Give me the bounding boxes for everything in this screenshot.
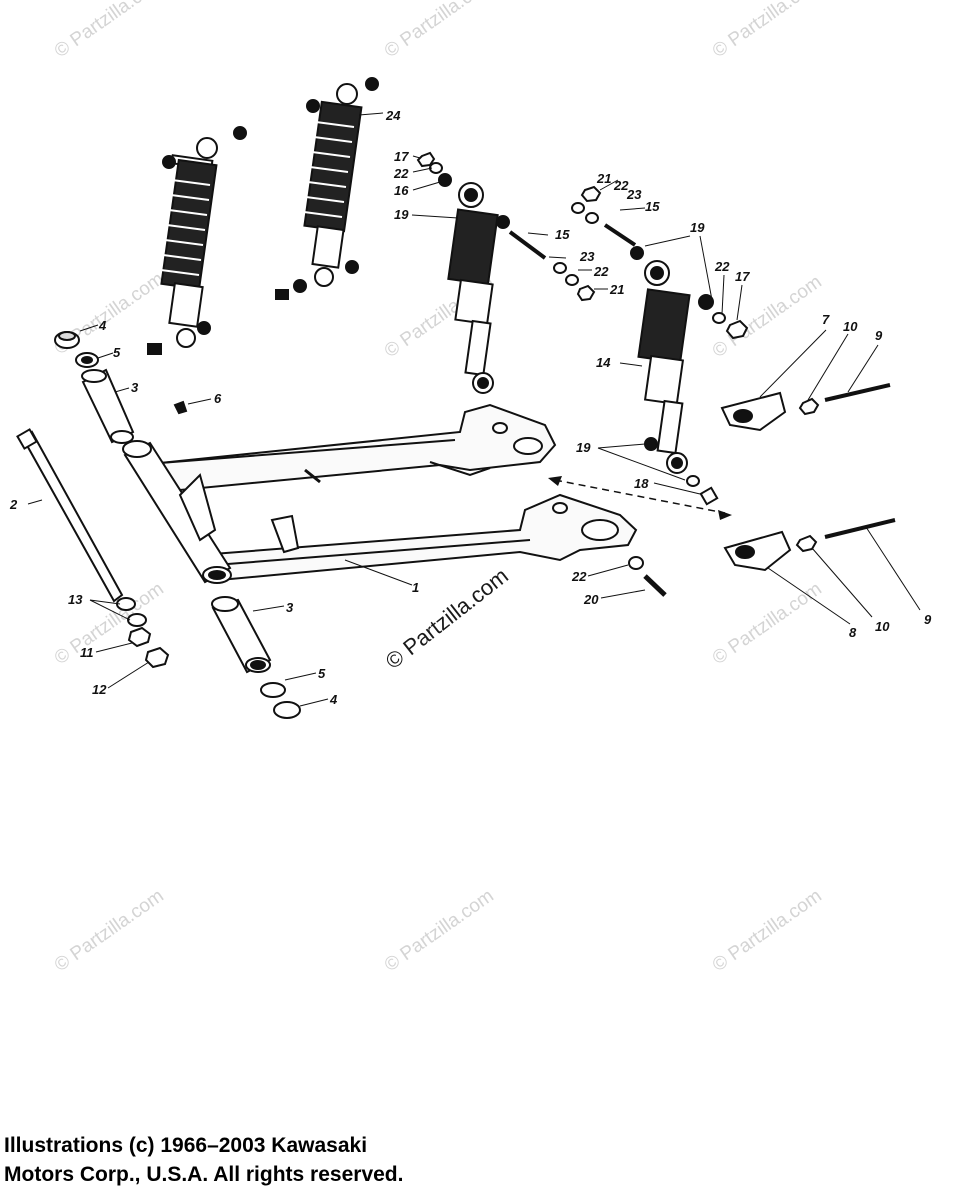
label-21-top: 21 <box>596 171 611 186</box>
leader-lines <box>27 112 921 707</box>
label-23-middle: 23 <box>579 249 595 264</box>
watermark: © Partzilla.com <box>381 885 498 976</box>
label-24: 24 <box>385 108 401 123</box>
label-11: 11 <box>80 645 94 660</box>
label-1: 1 <box>412 580 419 595</box>
arrowhead-icon <box>548 476 562 486</box>
watermark: © Partzilla.com <box>709 0 826 62</box>
shock-absorber-exploded-right <box>637 260 691 474</box>
label-23-top: 23 <box>626 187 642 202</box>
collar-upper <box>81 368 135 444</box>
label-4-lower: 4 <box>329 692 338 707</box>
label-20: 20 <box>583 592 599 607</box>
label-21-bottom: 21 <box>609 282 624 297</box>
label-4-upper: 4 <box>98 318 107 333</box>
watermark: © Partzilla.com <box>709 885 826 976</box>
alignment-arrow <box>554 479 726 514</box>
label-10-upper: 10 <box>843 319 858 334</box>
watermark: © Partzilla.com <box>51 885 168 976</box>
label-12: 12 <box>92 682 107 697</box>
label-19-bottom: 19 <box>576 440 591 455</box>
shock-absorber-left <box>160 126 247 348</box>
label-10-lower: 10 <box>875 619 890 634</box>
label-22-right: 22 <box>714 259 730 274</box>
label-5-upper: 5 <box>113 345 121 360</box>
watermark-prominent: © Partzilla.com <box>381 563 513 674</box>
label-7: 7 <box>822 312 830 327</box>
collar-lower <box>211 596 272 674</box>
label-22-bottom: 22 <box>571 569 587 584</box>
copyright-line-2: Motors Corp., U.S.A. All rights reserved… <box>4 1163 404 1186</box>
label-14: 14 <box>596 355 611 370</box>
part-labels: 1 2 3 3 4 4 5 5 6 7 8 9 9 10 10 11 12 13… <box>9 108 932 707</box>
label-9-lower: 9 <box>924 612 932 627</box>
arrowhead-icon <box>718 510 732 520</box>
watermark: © Partzilla.com <box>709 578 826 669</box>
bracket-lower <box>723 518 896 572</box>
label-18: 18 <box>634 476 649 491</box>
copyright-notice: Illustrations (c) 1966–2003 Kawasaki Mot… <box>4 1131 403 1189</box>
shock-absorber-center <box>293 77 379 293</box>
label-3-upper: 3 <box>131 380 139 395</box>
label-19-top: 19 <box>394 207 409 222</box>
watermark: © Partzilla.com <box>381 0 498 62</box>
label-16: 16 <box>394 183 409 198</box>
swing-arm <box>122 403 638 584</box>
hardware-cluster-top <box>416 151 749 597</box>
label-13: 13 <box>68 592 83 607</box>
label-2: 2 <box>9 497 18 512</box>
label-6: 6 <box>214 391 222 406</box>
label-5-lower: 5 <box>318 666 326 681</box>
label-15-right: 15 <box>645 199 660 214</box>
label-19-right: 19 <box>690 220 705 235</box>
copyright-line-1: Illustrations (c) 1966–2003 Kawasaki <box>4 1134 368 1157</box>
label-22-middle: 22 <box>593 264 609 279</box>
label-17-right: 17 <box>735 269 750 284</box>
label-9-upper: 9 <box>875 328 883 343</box>
watermark: © Partzilla.com <box>51 0 168 62</box>
label-22-cluster: 22 <box>613 178 629 193</box>
label-17-top: 17 <box>394 149 409 164</box>
label-22-top: 22 <box>393 166 409 181</box>
label-15-left: 15 <box>555 227 570 242</box>
shock-absorber-exploded-middle <box>447 182 499 394</box>
pivot-shaft <box>16 428 124 603</box>
bracket-upper <box>720 383 891 432</box>
label-8: 8 <box>849 625 857 640</box>
small-parts-left <box>54 289 301 719</box>
label-3-lower: 3 <box>286 600 294 615</box>
